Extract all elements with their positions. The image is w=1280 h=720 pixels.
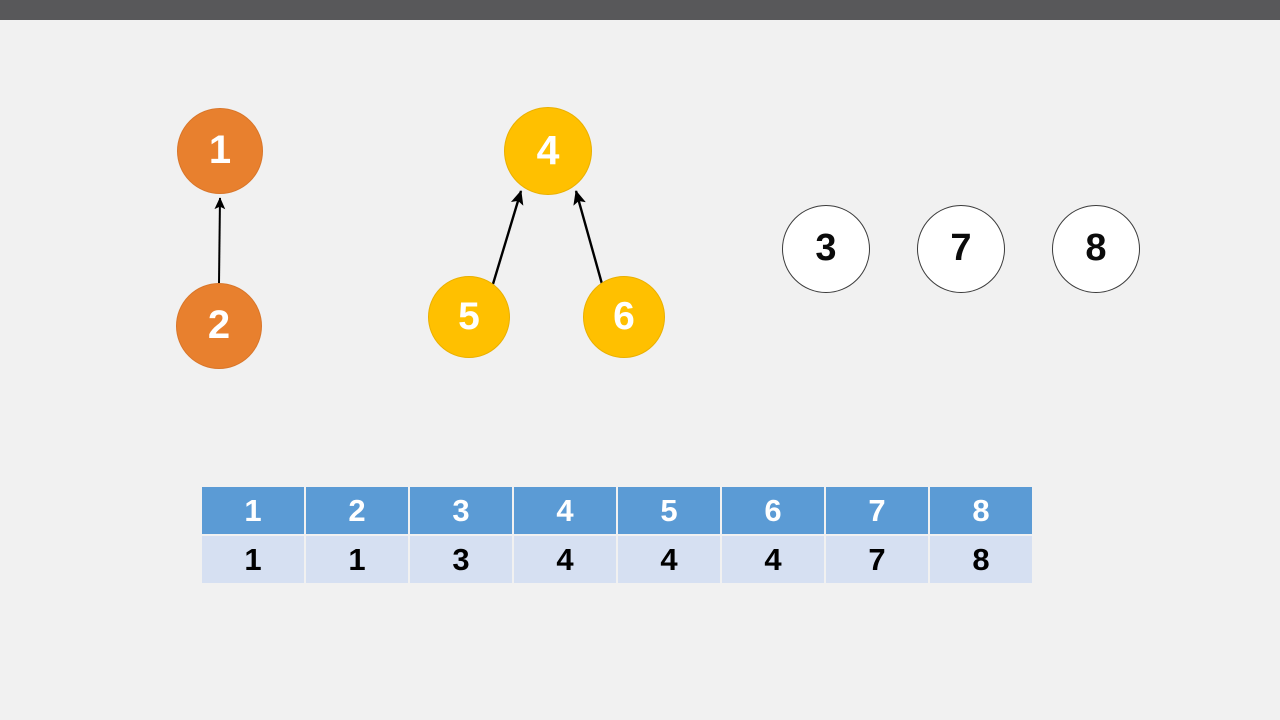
array-value-cell[interactable]: 1 <box>306 536 408 583</box>
array-index-row: 1 2 3 4 5 6 7 8 <box>202 487 1032 534</box>
parent-array-table: 1 2 3 4 5 6 7 8 1 1 3 4 4 4 7 8 <box>200 485 1034 585</box>
array-index-cell[interactable]: 8 <box>930 487 1032 534</box>
array-index-cell[interactable]: 7 <box>826 487 928 534</box>
graph-node-5[interactable]: 5 <box>428 276 510 358</box>
edge-5-to-4 <box>491 190 524 285</box>
node-label: 6 <box>613 294 635 338</box>
array-value-cell[interactable]: 8 <box>930 536 1032 583</box>
graph-node-4[interactable]: 4 <box>504 107 592 195</box>
array-index-cell[interactable]: 4 <box>514 487 616 534</box>
array-value-cell[interactable]: 3 <box>410 536 512 583</box>
node-label: 1 <box>208 128 232 172</box>
diagram-canvas: 1 2 4 5 6 3 7 8 1 2 3 4 5 6 7 8 <box>0 20 1280 720</box>
node-label: 4 <box>536 126 560 173</box>
edge-6-to-4 <box>573 190 604 285</box>
node-label: 8 <box>1085 227 1107 269</box>
graph-node-7[interactable]: 7 <box>917 205 1005 293</box>
node-label: 2 <box>207 303 231 347</box>
array-value-cell[interactable]: 4 <box>722 536 824 583</box>
array-value-cell[interactable]: 4 <box>514 536 616 583</box>
array-value-cell[interactable]: 4 <box>618 536 720 583</box>
array-index-cell[interactable]: 2 <box>306 487 408 534</box>
array-value-cell[interactable]: 1 <box>202 536 304 583</box>
graph-node-8[interactable]: 8 <box>1052 205 1140 293</box>
array-index-cell[interactable]: 3 <box>410 487 512 534</box>
array-index-cell[interactable]: 6 <box>722 487 824 534</box>
node-label: 3 <box>815 227 837 269</box>
node-label: 5 <box>458 294 480 338</box>
title-bar <box>0 0 1280 20</box>
graph-node-2[interactable]: 2 <box>176 283 262 369</box>
node-label: 7 <box>950 227 972 269</box>
array-index-cell[interactable]: 1 <box>202 487 304 534</box>
array-index-cell[interactable]: 5 <box>618 487 720 534</box>
array-value-cell[interactable]: 7 <box>826 536 928 583</box>
graph-node-6[interactable]: 6 <box>583 276 665 358</box>
array-value-row: 1 1 3 4 4 4 7 8 <box>202 536 1032 583</box>
graph-node-3[interactable]: 3 <box>782 205 870 293</box>
edge-2-to-1 <box>214 197 226 284</box>
graph-node-1[interactable]: 1 <box>177 108 263 194</box>
